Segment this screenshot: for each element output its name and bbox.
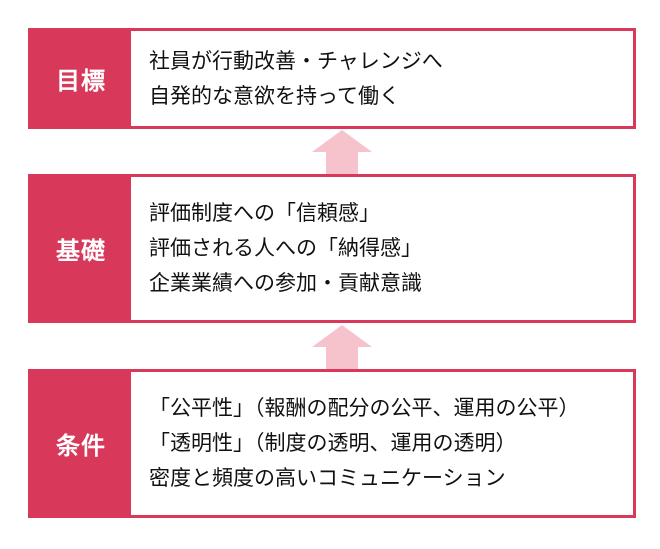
conditions-content: 「公平性」（報酬の配分の公平、運用の公平） 「透明性」（制度の透明、運用の透明）… (131, 372, 633, 515)
goal-line-1: 社員が行動改善・チャレンジへ (149, 48, 443, 73)
conditions-line-1: 「公平性」（報酬の配分の公平、運用の公平） (149, 396, 580, 420)
goal-line-2: 自発的な意欲を持って働く (149, 83, 400, 108)
goal-row: 目標 社員が行動改善・チャレンジへ 自発的な意欲を持って働く (28, 28, 636, 129)
up-arrow-icon (312, 130, 372, 174)
conditions-line-3: 密度と頻度の高いコミュニケーション (149, 466, 506, 490)
foundation-row: 基礎 評価制度への「信頼感」 評価される人への「納得感」 企業業績への参加・貢献… (28, 174, 636, 323)
foundation-content: 評価制度への「信頼感」 評価される人への「納得感」 企業業績への参加・貢献意識 (131, 177, 633, 320)
up-arrow-icon (312, 325, 372, 369)
goal-content: 社員が行動改善・チャレンジへ 自発的な意欲を持って働く (131, 31, 633, 126)
foundation-line-3: 企業業績への参加・貢献意識 (149, 271, 422, 295)
conditions-row: 条件 「公平性」（報酬の配分の公平、運用の公平） 「透明性」（制度の透明、運用の… (28, 369, 636, 518)
conditions-label: 条件 (31, 372, 131, 515)
foundation-line-1: 評価制度への「信頼感」 (149, 201, 380, 225)
goal-label: 目標 (31, 31, 131, 126)
conditions-line-2: 「透明性」（制度の透明、運用の透明） (149, 431, 517, 455)
foundation-label: 基礎 (31, 177, 131, 320)
foundation-line-2: 評価される人への「納得感」 (149, 236, 422, 260)
